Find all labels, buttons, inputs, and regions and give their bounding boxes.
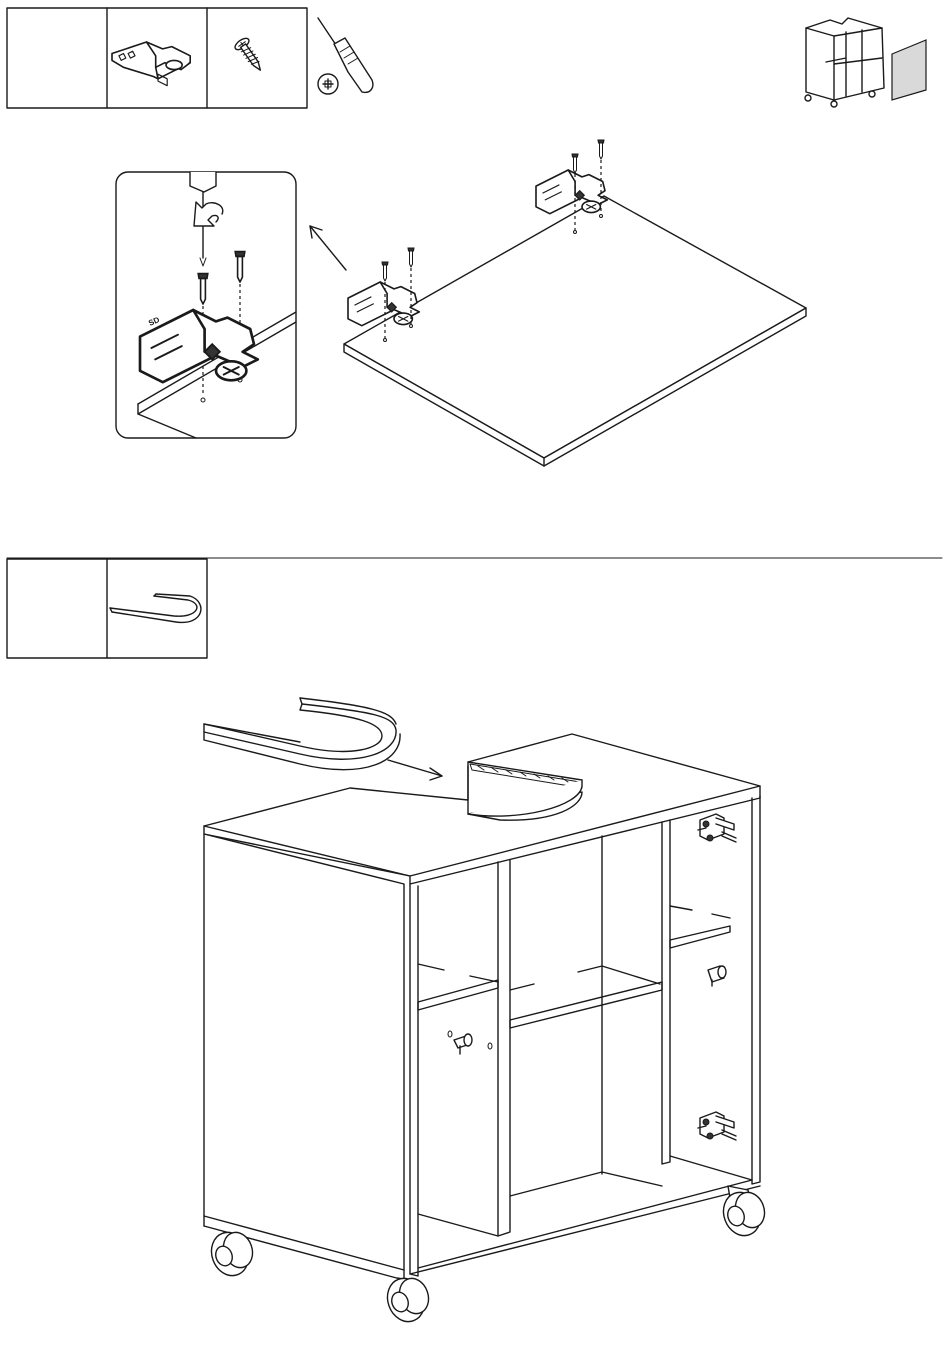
step-2-section <box>7 559 769 1327</box>
sink-cabinet <box>204 734 769 1327</box>
sink-cutout-trim <box>204 698 400 770</box>
step-2-parts-table <box>7 559 207 658</box>
sink-cutout-trim-icon <box>110 594 201 622</box>
hinge-detail-callout: SD <box>116 172 296 438</box>
right-compartment <box>670 814 752 1180</box>
phillips-screwdriver-icon <box>318 18 373 94</box>
right-shelf <box>670 926 730 948</box>
step-1-parts-table <box>7 8 307 108</box>
hinge-plate-upper <box>698 814 736 842</box>
middle-shelf <box>510 982 662 1028</box>
middle-compartment <box>510 820 670 1196</box>
insert-arrow <box>388 760 442 780</box>
shelf-pin-left <box>448 1031 492 1054</box>
door-board <box>344 196 806 466</box>
step-1-section: SD <box>7 8 926 466</box>
shelf-pin-right <box>708 966 726 986</box>
caster-front-right <box>382 1273 434 1327</box>
left-compartment <box>418 860 510 1236</box>
door-panel-thumbnail <box>892 40 926 100</box>
hinge-icon <box>112 42 190 86</box>
caster-front-left <box>206 1227 258 1281</box>
cabinet-orientation-thumbnail <box>805 18 926 107</box>
screw-icon <box>233 36 267 75</box>
callout-arrow <box>310 226 346 270</box>
left-side-panel <box>204 834 404 1270</box>
hinge-plate-lower <box>698 1112 736 1140</box>
left-shelf <box>418 980 498 1010</box>
